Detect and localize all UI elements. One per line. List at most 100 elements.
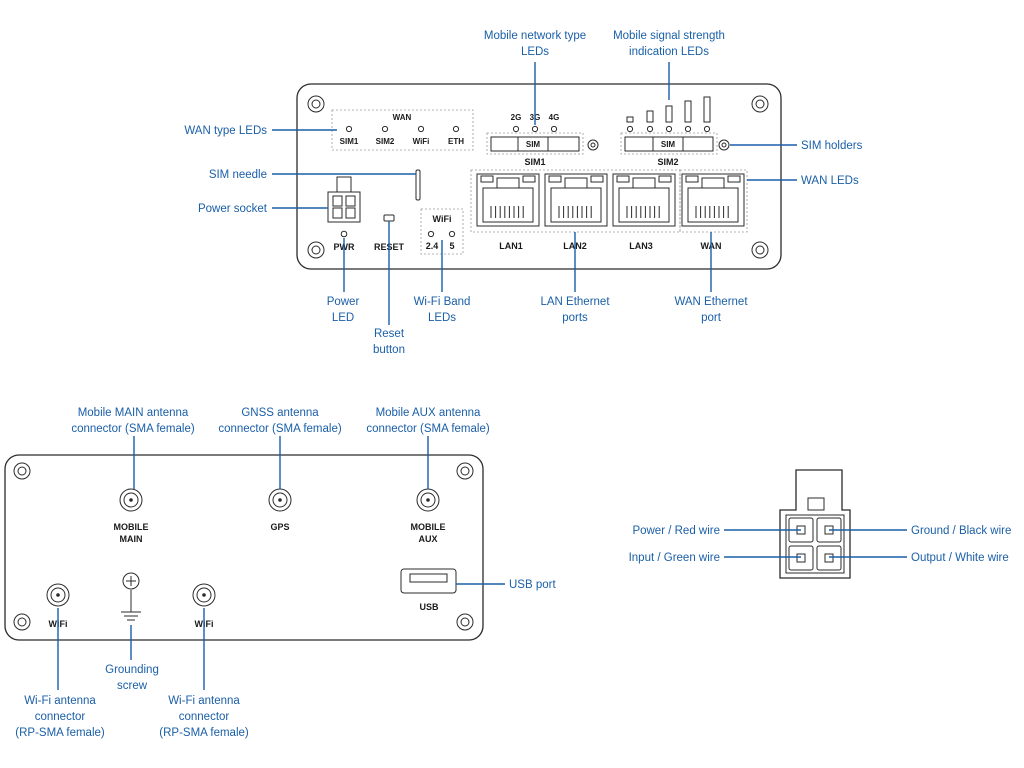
screw-icon bbox=[718, 139, 730, 151]
sim2-led-label: SIM2 bbox=[376, 137, 395, 146]
sim-needle-slot bbox=[415, 169, 421, 201]
signal-led-2-icon bbox=[646, 125, 654, 133]
rj45-port-icon bbox=[544, 173, 608, 227]
callout-lan-ports-2: ports bbox=[562, 312, 588, 324]
signal-bar-3-icon bbox=[665, 105, 673, 123]
eth-led-icon bbox=[452, 125, 460, 133]
callout-wifi-band-2: LEDs bbox=[428, 312, 456, 324]
sma-connector-icon bbox=[268, 488, 292, 512]
screw-icon bbox=[587, 139, 599, 151]
callout-reset-2: button bbox=[373, 344, 405, 356]
signal-bar-5-icon bbox=[703, 96, 711, 123]
callout-wan-port-2: port bbox=[701, 312, 722, 324]
net-3g-led-icon bbox=[531, 125, 539, 133]
callout-mobile-signal-2: indication LEDs bbox=[629, 46, 709, 58]
screw-icon bbox=[13, 613, 31, 631]
sim2-label: SIM2 bbox=[657, 157, 678, 167]
wan-port-box bbox=[679, 169, 748, 233]
callout-lan-ports-1: LAN Ethernet bbox=[540, 296, 610, 308]
pwr-led-icon bbox=[340, 230, 348, 238]
rj45-port-icon bbox=[476, 173, 540, 227]
callout-wan-port-1: WAN Ethernet bbox=[674, 296, 748, 308]
reset-button bbox=[383, 214, 395, 222]
mobile-main-label-1: MOBILE bbox=[114, 522, 149, 532]
callout-wan-type-leds: WAN type LEDs bbox=[184, 125, 267, 137]
screw-icon bbox=[307, 241, 325, 259]
rj45-port-icon bbox=[612, 173, 676, 227]
screw-icon bbox=[13, 462, 31, 480]
wan-group-label: WAN bbox=[393, 113, 412, 122]
band-24-label: 2.4 bbox=[426, 241, 439, 251]
rj45-port-icon bbox=[681, 173, 745, 227]
callout-grounding-1: Grounding bbox=[105, 664, 159, 676]
screw-icon bbox=[456, 613, 474, 631]
sma-connector-icon bbox=[416, 488, 440, 512]
signal-led-3-icon bbox=[665, 125, 673, 133]
callout-mobile-main-2: connector (SMA female) bbox=[71, 423, 195, 435]
callout-power-led-2: LED bbox=[332, 312, 354, 324]
sma-connector-icon bbox=[119, 488, 143, 512]
signal-bar-2-icon bbox=[646, 110, 654, 123]
front-panel-body bbox=[296, 83, 782, 270]
net-2g-label: 2G bbox=[511, 113, 522, 122]
power-connector bbox=[779, 469, 851, 579]
callout-mobile-aux-1: Mobile AUX antenna bbox=[376, 407, 481, 419]
usb-port-icon bbox=[400, 568, 457, 594]
lan1-label: LAN1 bbox=[499, 241, 523, 251]
eth-led-label: ETH bbox=[448, 137, 464, 146]
rear-leader-lines bbox=[57, 436, 505, 690]
front-panel: WAN SIM1 SIM2 WiFi ETH 2G 3G 4G SIM SIM1 bbox=[296, 83, 782, 270]
signal-bar-1-icon bbox=[626, 116, 634, 123]
callout-wifi-left-1: Wi-Fi antenna bbox=[24, 695, 96, 707]
front-leader-lines bbox=[272, 62, 797, 325]
sma-connector-icon bbox=[46, 583, 70, 607]
band-24-led-icon bbox=[427, 230, 435, 238]
mobile-aux-label-1: MOBILE bbox=[411, 522, 446, 532]
callout-reset-1: Reset bbox=[374, 328, 405, 340]
callout-input-green: Input / Green wire bbox=[629, 552, 720, 564]
gps-label: GPS bbox=[270, 522, 289, 532]
callout-power-socket: Power socket bbox=[198, 203, 268, 215]
callout-wifi-left-3: (RP-SMA female) bbox=[15, 727, 105, 739]
callout-power-red: Power / Red wire bbox=[632, 525, 720, 537]
rear-panel: MOBILE MAIN GPS MOBILE AUX WiFi WiFi USB bbox=[4, 454, 484, 641]
callout-mobile-main-1: Mobile MAIN antenna bbox=[78, 407, 189, 419]
signal-bar-4-icon bbox=[684, 100, 692, 123]
sim2-led-icon bbox=[381, 125, 389, 133]
callout-gnss-1: GNSS antenna bbox=[241, 407, 319, 419]
power-connector-body bbox=[779, 469, 851, 579]
screw-icon bbox=[456, 462, 474, 480]
callout-wifi-left-2: connector bbox=[35, 711, 86, 723]
callout-wan-leds: WAN LEDs bbox=[801, 175, 859, 187]
callout-mobile-network-type-2: LEDs bbox=[521, 46, 549, 58]
wifi-band-title: WiFi bbox=[433, 214, 452, 224]
ground-symbol-icon bbox=[121, 590, 141, 621]
band-5-led-icon bbox=[448, 230, 456, 238]
power-leader-lines bbox=[724, 529, 907, 558]
pin-output-icon bbox=[816, 545, 842, 571]
sim1-label: SIM1 bbox=[524, 157, 545, 167]
signal-led-4-icon bbox=[684, 125, 692, 133]
wifi-led-label: WiFi bbox=[413, 137, 430, 146]
callout-ground-black: Ground / Black wire bbox=[911, 525, 1011, 537]
net-2g-led-icon bbox=[512, 125, 520, 133]
mobile-main-label-2: MAIN bbox=[120, 534, 143, 544]
sim1-slot-label: SIM bbox=[526, 140, 541, 149]
screw-icon bbox=[751, 95, 769, 113]
callout-sim-needle: SIM needle bbox=[209, 169, 267, 181]
screw-icon bbox=[307, 95, 325, 113]
band-5-label: 5 bbox=[449, 241, 454, 251]
callout-grounding-2: screw bbox=[117, 680, 148, 692]
wifi-led-icon bbox=[417, 125, 425, 133]
pin-input-icon bbox=[788, 545, 814, 571]
sim2-holder-box bbox=[620, 132, 718, 155]
lan-ports-box bbox=[470, 169, 681, 233]
net-4g-led-icon bbox=[550, 125, 558, 133]
screw-icon bbox=[751, 241, 769, 259]
sim2-slot-label: SIM bbox=[661, 140, 676, 149]
grounding-screw-icon bbox=[122, 572, 140, 590]
usb-label: USB bbox=[419, 602, 439, 612]
callout-output-white: Output / White wire bbox=[911, 552, 1009, 564]
signal-led-5-icon bbox=[703, 125, 711, 133]
rear-panel-body bbox=[4, 454, 484, 641]
